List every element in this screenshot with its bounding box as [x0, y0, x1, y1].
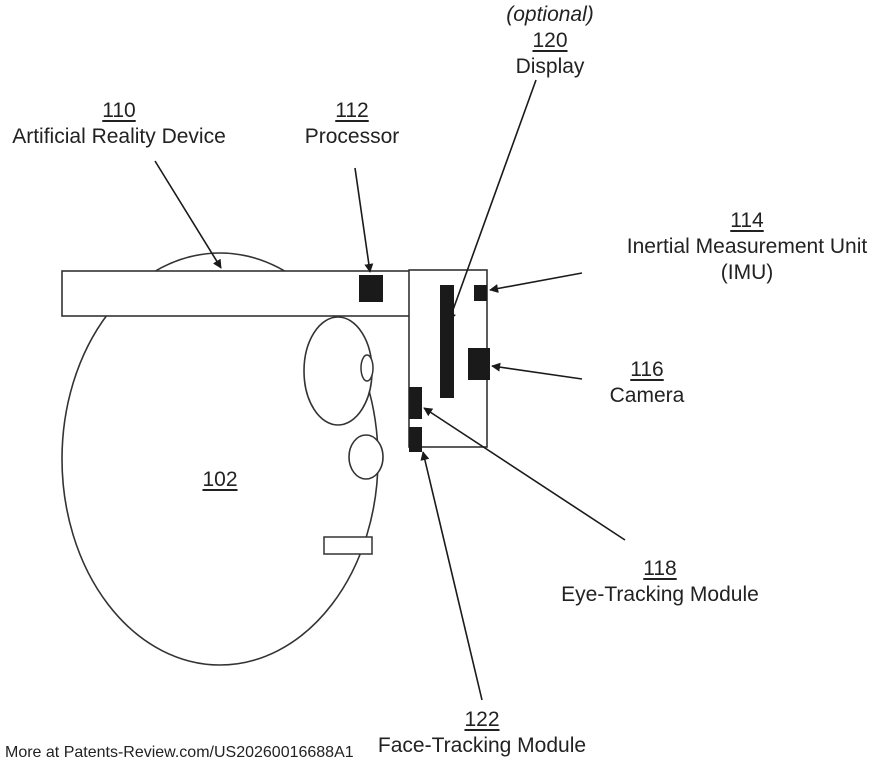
eye-tracking-ref-number: 118 [643, 557, 677, 580]
display-qualifier: (optional) [506, 3, 594, 26]
processor-name: Processor [304, 125, 400, 148]
display-name: Display [515, 55, 585, 78]
nose-outline [348, 434, 384, 480]
device-label: 110 Artificial Reality Device [0, 98, 238, 150]
eye-tracking-leader-arrow [423, 407, 626, 541]
device-name: Artificial Reality Device [12, 125, 226, 148]
processor-block [359, 275, 383, 302]
face-tracking-name: Face-Tracking Module [377, 734, 587, 757]
camera-leader-arrow [491, 362, 583, 380]
imu-abbreviation: (IMU) [720, 261, 774, 284]
mouth-outline [323, 536, 373, 555]
source-footer: More at Patents-Review.com/US20260016688… [5, 744, 354, 761]
device-ref-number: 110 [102, 99, 136, 122]
ear-canal-outline [360, 354, 374, 382]
camera-label: 116 Camera [592, 357, 702, 409]
face-tracking-ref-number: 122 [464, 708, 500, 731]
display-label: (optional) 120 Display [470, 2, 630, 80]
device-arm [61, 270, 411, 317]
display-ref-number: 120 [532, 29, 568, 52]
face-tracking-block [409, 427, 422, 452]
eye-tracking-label: 118 Eye-Tracking Module [545, 556, 775, 608]
camera-block [468, 348, 490, 380]
head-label: 102 [190, 467, 250, 493]
processor-label: 112 Processor [282, 98, 422, 150]
imu-leader-arrow [489, 272, 583, 293]
camera-name: Camera [609, 384, 685, 407]
processor-leader-arrow [354, 167, 374, 273]
display-leader-arrow [447, 79, 537, 322]
camera-ref-number: 116 [630, 358, 664, 381]
imu-name: Inertial Measurement Unit [626, 235, 868, 258]
processor-ref-number: 112 [335, 99, 369, 122]
head-ref-number: 102 [202, 468, 238, 491]
face-tracking-leader-arrow [420, 451, 483, 701]
eye-tracking-block [409, 387, 422, 419]
imu-label: 114 Inertial Measurement Unit (IMU) [612, 208, 880, 286]
face-tracking-label: 122 Face-Tracking Module [362, 707, 602, 759]
eye-tracking-name: Eye-Tracking Module [561, 583, 759, 606]
device-leader-arrow [154, 160, 222, 269]
imu-ref-number: 114 [730, 209, 764, 232]
display-block [440, 285, 454, 398]
imu-block [474, 285, 487, 301]
